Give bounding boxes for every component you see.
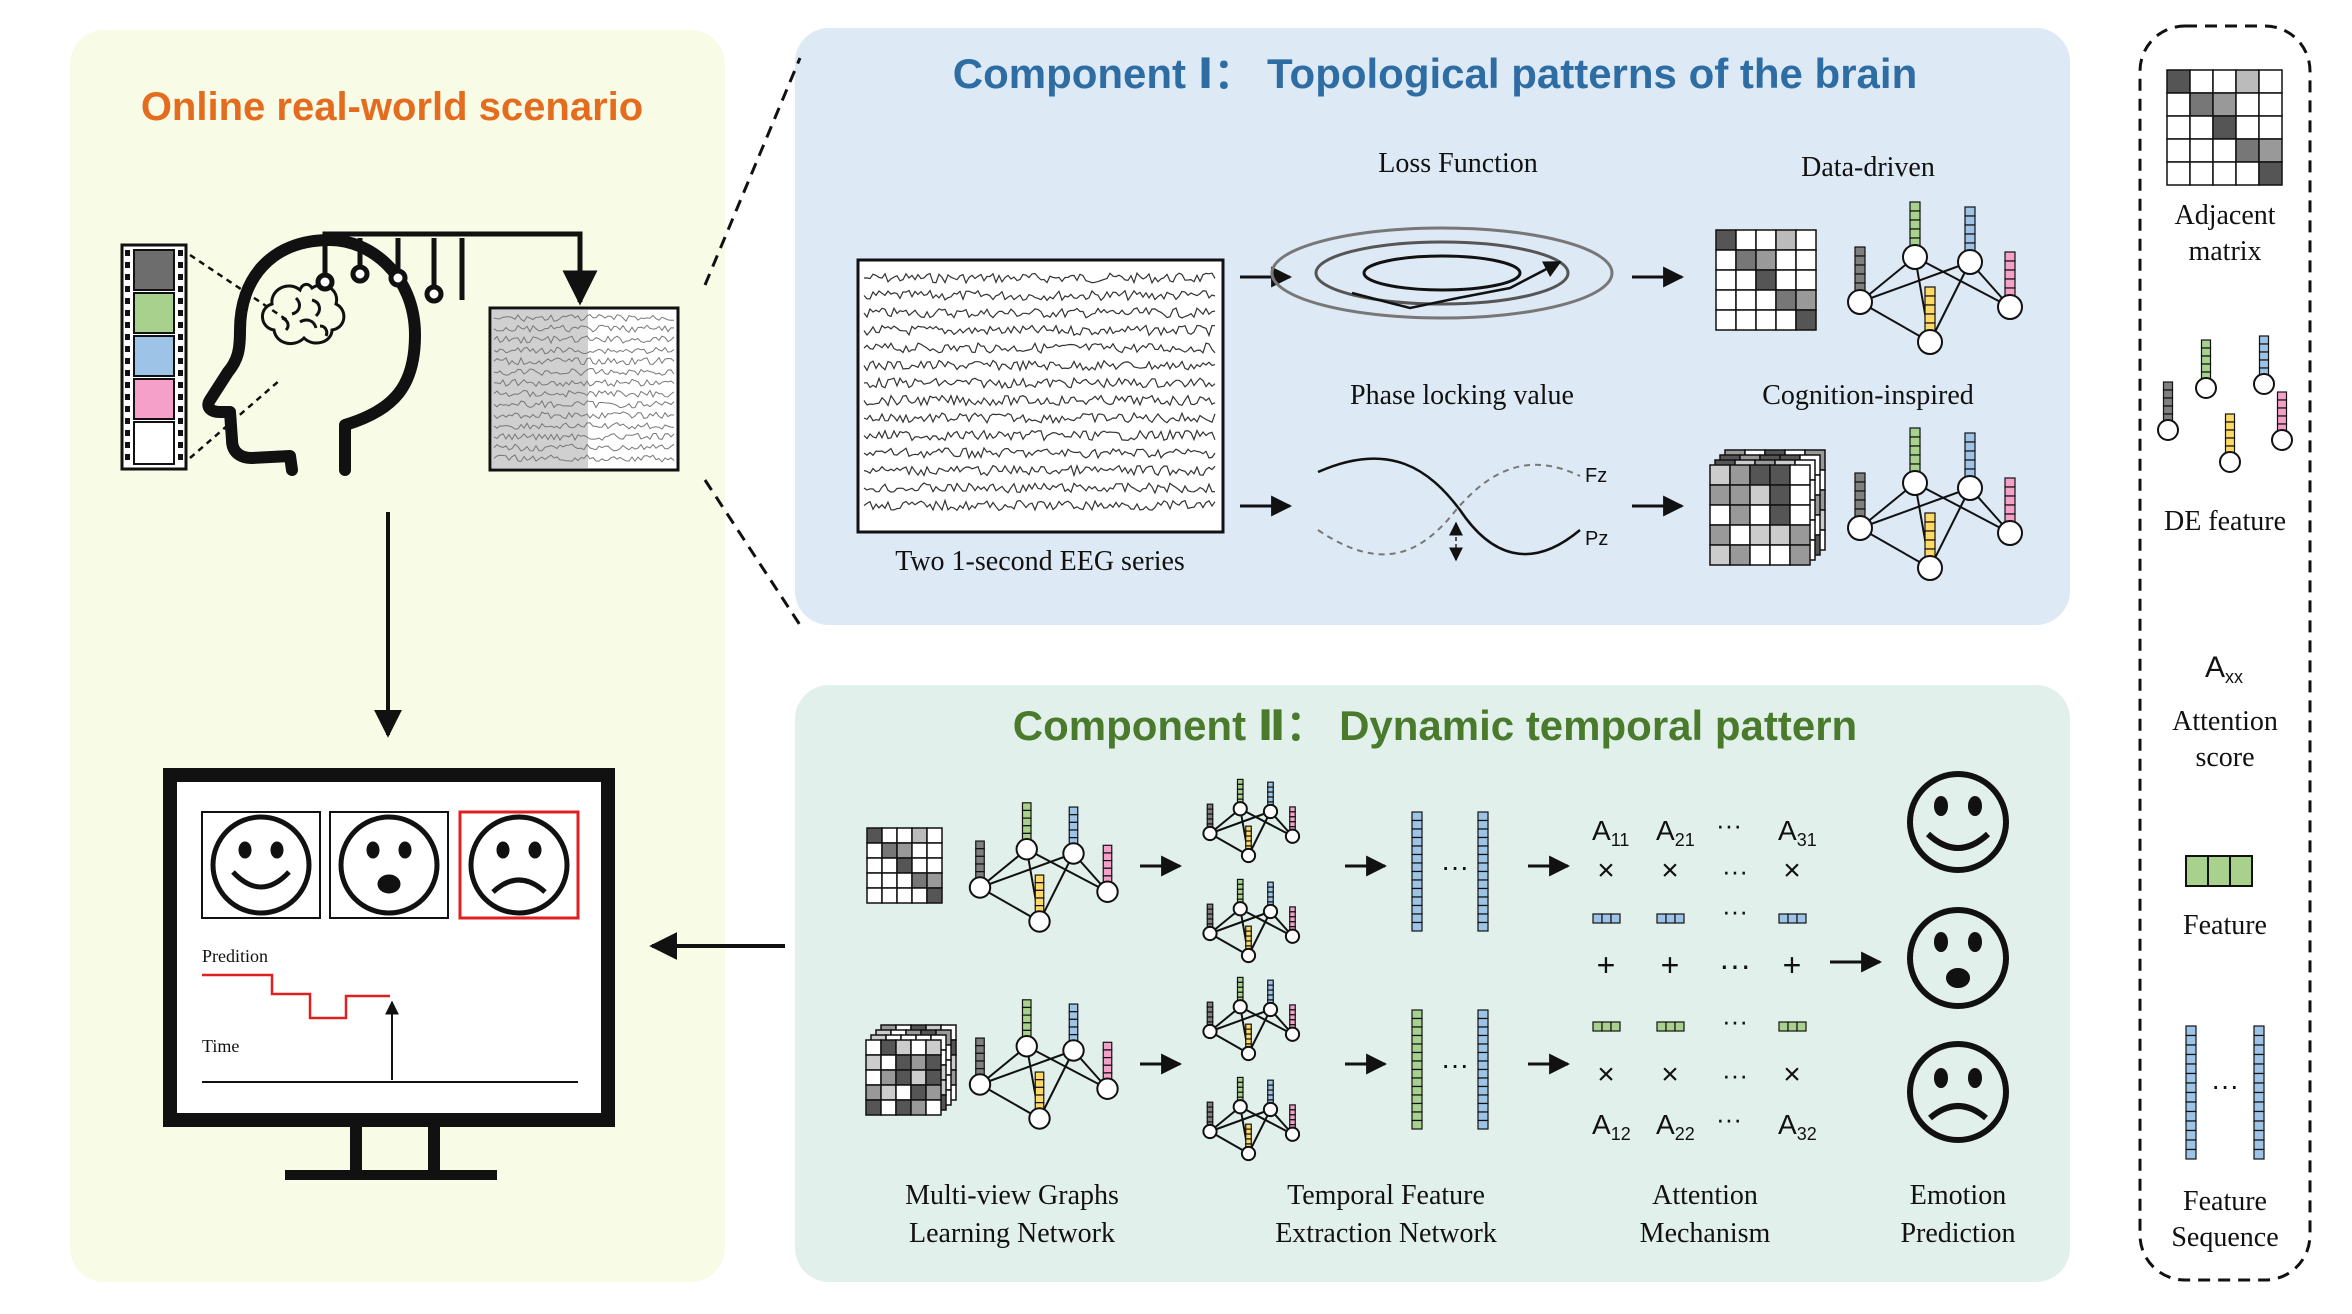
legend-feature: Feature (2183, 910, 2267, 941)
legend-feature-seq-line2: Sequence (2171, 1222, 2278, 1253)
pz-label: Pz (1585, 528, 1608, 550)
legend-panel (2138, 24, 2312, 1282)
legend-feature-sequence-icon: ··· (2185, 1025, 2265, 1160)
emotion-happy-icon (1907, 771, 2009, 873)
multiply-sign: × (1597, 1058, 1615, 1091)
ellipsis: ··· (1722, 856, 1748, 886)
legend-adjacent-line2: matrix (2188, 236, 2261, 267)
ellipsis: ··· (1716, 810, 1742, 840)
brain-graph-icon (1847, 427, 2023, 581)
brain-graph-icon (968, 802, 1119, 933)
component1-title: Component Ⅰ： Topological patterns of the… (953, 50, 1918, 97)
ellipsis: ··· (1722, 896, 1748, 926)
legend-de-feature: DE feature (2164, 506, 2286, 537)
col1-caption-line2: Learning Network (909, 1218, 1115, 1249)
multiply-sign: × (1661, 854, 1679, 887)
sad-face-icon (468, 814, 570, 916)
loss-function-label: Loss Function (1378, 148, 1537, 179)
col4-caption-line1: Emotion (1910, 1180, 2006, 1211)
data-driven-label: Data-driven (1801, 152, 1935, 183)
brain-graph-icon (1847, 201, 2023, 355)
film-dash-top (189, 253, 291, 324)
legend-matrix-icon (2166, 69, 2283, 186)
video-filmstrip (120, 243, 188, 471)
temporal-graph-sequence (1202, 778, 1301, 1162)
svg-text:···: ··· (1441, 1049, 1469, 1080)
fz-label: Fz (1585, 465, 1607, 487)
legend-attention-line2: score (2195, 742, 2254, 773)
legend-feature-icon (2185, 855, 2253, 887)
adjacent-matrix-icon (1715, 229, 1817, 331)
plv-label: Phase locking value (1350, 380, 1574, 411)
multiply-sign: × (1597, 854, 1615, 887)
col2-caption-line1: Temporal Feature (1287, 1180, 1485, 1211)
multiply-sign: × (1783, 1058, 1801, 1091)
legend-adjacent-line1: Adjacent (2174, 200, 2275, 231)
monitor-icon: Predition Time (163, 768, 615, 1180)
emotion-sad-icon (1907, 1041, 2009, 1143)
svg-text:···: ··· (2211, 1070, 2239, 1101)
plus-sign: + (1661, 947, 1680, 983)
adjacent-matrix-icon (866, 827, 943, 904)
surprised-face-icon (338, 814, 440, 916)
matrix-stack-icon (865, 1024, 957, 1116)
col2-caption-line2: Extraction Network (1275, 1218, 1497, 1249)
col4-caption-line2: Prediction (1900, 1218, 2015, 1249)
plus-sign: + (1783, 947, 1802, 983)
eeg-electrodes-icon (315, 231, 583, 304)
loss-contour-icon (1270, 226, 1614, 320)
time-label: Time (202, 1036, 239, 1056)
eeg-signal-thumbnail (488, 306, 680, 472)
multiply-sign: × (1661, 1058, 1679, 1091)
brain-graph-icon (968, 999, 1119, 1130)
emotion-surprised-icon (1907, 907, 2009, 1009)
multiply-sign: × (1783, 854, 1801, 887)
zoom-line-top (703, 57, 802, 286)
ellipsis: ··· (1722, 1006, 1748, 1036)
ellipsis: ··· (1722, 1060, 1748, 1090)
ellipsis: ··· (1716, 1104, 1742, 1134)
eeg-series-box (856, 258, 1225, 534)
plus-sign: + (1597, 947, 1616, 983)
feature-sequence-icon: ··· ··· (1411, 811, 1489, 1130)
component2-panel (795, 685, 2070, 1282)
col1-caption-line1: Multi-view Graphs (905, 1180, 1119, 1211)
happy-face-icon (210, 814, 312, 916)
left-panel-title: Online real-world scenario (141, 85, 643, 129)
ellipsis: ··· (1719, 947, 1751, 983)
col3-caption-line2: Mechanism (1640, 1218, 1771, 1249)
zoom-line-bottom (703, 479, 802, 626)
col3-caption-line1: Attention (1652, 1180, 1758, 1211)
svg-text:···: ··· (1441, 851, 1469, 882)
eeg-caption: Two 1-second EEG series (895, 546, 1185, 577)
prediction-label: Predition (202, 946, 268, 966)
cognition-label: Cognition-inspired (1762, 380, 1974, 411)
component2-title: Component Ⅱ： Dynamic temporal pattern (1013, 702, 1857, 749)
legend-de-feature-icon (2157, 335, 2293, 473)
prediction-line (202, 973, 390, 1020)
legend-feature-seq-line1: Feature (2183, 1186, 2267, 1217)
legend-attention-line1: Attention (2172, 706, 2278, 737)
matrix-stack-icon (1709, 449, 1826, 566)
legend-axx: Axx (2205, 651, 2243, 687)
phase-locking-icon (1317, 457, 1581, 562)
head-with-brain-icon (202, 234, 421, 476)
